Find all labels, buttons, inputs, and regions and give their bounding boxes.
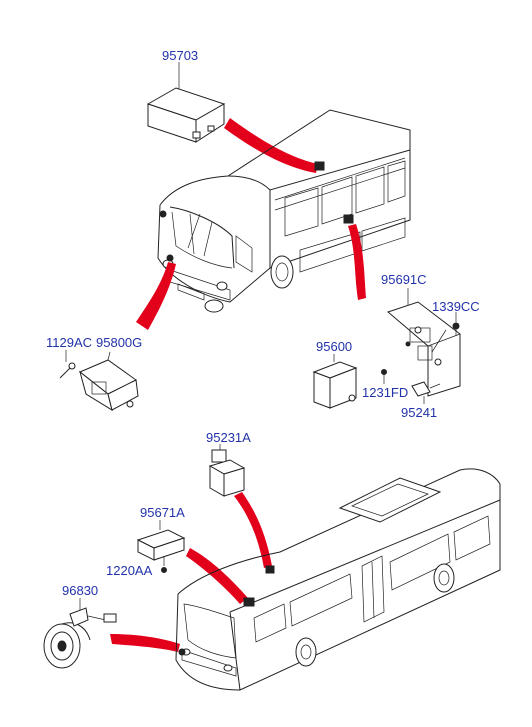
label-96830: 96830 xyxy=(62,583,98,598)
part-1231FD-bolt xyxy=(381,369,387,384)
part-95691C-bracket xyxy=(387,288,461,397)
part-95671A-module xyxy=(136,520,186,561)
label-95231A: 95231A xyxy=(206,430,251,445)
label-1339CC: 1339CC xyxy=(432,299,480,314)
part-95241-sensor xyxy=(411,381,441,404)
label-1129AC: 1129AC xyxy=(46,335,92,350)
part-96830-horn xyxy=(43,598,117,669)
part-1339CC-screw xyxy=(452,312,460,336)
pointer-95231A xyxy=(234,492,272,568)
label-95800G: 95800G xyxy=(96,335,142,350)
pointer-95800G xyxy=(136,262,176,330)
part-1129AC-bolt xyxy=(59,350,76,379)
city-bus-illustration xyxy=(175,468,501,691)
part-1220AA-nut xyxy=(161,556,167,573)
pointer-95691C xyxy=(348,224,366,300)
pointer-95671A xyxy=(186,548,248,604)
label-95703: 95703 xyxy=(162,48,198,63)
label-95241: 95241 xyxy=(401,405,437,420)
part-95600-module xyxy=(312,354,358,409)
part-95703-module xyxy=(146,62,226,143)
coach-bus-illustration xyxy=(157,109,411,313)
label-1220AA: 1220AA xyxy=(106,563,153,578)
part-95231A-relay xyxy=(208,444,246,497)
part-95800G-module xyxy=(79,351,139,412)
label-95600: 95600 xyxy=(316,339,352,354)
pointer-95703 xyxy=(224,118,318,173)
label-1231FD: 1231FD xyxy=(362,385,408,400)
label-95691C: 95691C xyxy=(381,272,427,287)
pointer-96830 xyxy=(110,634,180,652)
label-95671A: 95671A xyxy=(140,505,185,520)
